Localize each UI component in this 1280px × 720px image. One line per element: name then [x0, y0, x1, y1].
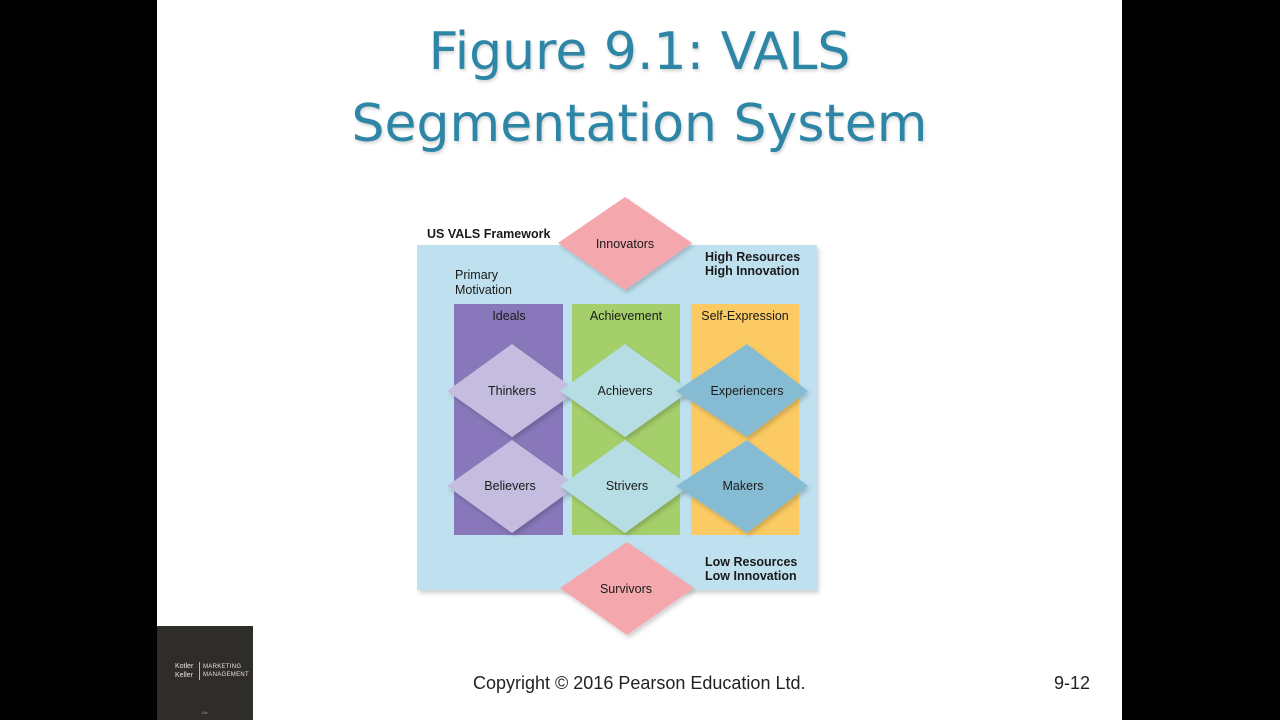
high-innovation-label: High Innovation: [705, 264, 800, 278]
slide-number: 9-12: [1054, 673, 1091, 693]
book-author-kotler: Kotler: [175, 663, 194, 670]
high-resources-label: High Resources: [705, 250, 801, 264]
diamond-strivers: [560, 440, 690, 533]
segment-makers: Makers: [722, 479, 764, 493]
book-title-management: MANAGEMENT: [203, 672, 250, 678]
diamond-believers: [447, 440, 577, 533]
segment-innovators: Innovators: [595, 237, 655, 251]
segment-experiencers: Experiencers: [710, 384, 784, 398]
low-resources-label: Low Resources: [705, 555, 798, 569]
column-header-ideals: Ideals: [492, 309, 526, 323]
slide: Figure 9.1: VALS Segmentation System: [157, 0, 1122, 720]
book-title-marketing: MARKETING: [203, 664, 242, 670]
diamond-survivors: [560, 542, 694, 635]
framework-label: US VALS Framework: [427, 227, 551, 241]
segment-believers: Believers: [484, 479, 536, 493]
segment-survivors: Survivors: [599, 582, 653, 596]
segment-thinkers: Thinkers: [488, 384, 536, 398]
column-header-achievement: Achievement: [589, 309, 663, 323]
diamond-makers: [676, 440, 808, 533]
vals-framework-diagram: US VALS Framework Primary Motivation Hig…: [417, 190, 837, 650]
book-cover-thumbnail: Kotler Keller MARKETING MANAGEMENT 15e: [157, 626, 253, 720]
vals-diagram-graphic: [417, 197, 817, 635]
copyright-notice: Copyright © 2016 Pearson Education Ltd.: [473, 673, 806, 693]
book-edition: 15e: [201, 710, 208, 715]
low-innovation-label: Low Innovation: [705, 569, 797, 583]
slide-title-line-1: Figure 9.1: VALS: [428, 22, 851, 82]
diamond-thinkers: [447, 344, 577, 437]
book-cover-divider: [199, 662, 200, 680]
segment-strivers: Strivers: [605, 479, 649, 493]
book-author-keller: Keller: [175, 672, 193, 679]
slide-title-line-2: Segmentation System: [351, 94, 928, 154]
column-header-self-expression: Self-Expression: [701, 309, 789, 323]
diamond-achievers: [560, 344, 690, 437]
segment-achievers: Achievers: [597, 384, 653, 398]
primary-motivation-label-2: Motivation: [455, 283, 512, 297]
primary-motivation-label-1: Primary: [455, 268, 499, 282]
diamond-experiencers: [676, 344, 808, 437]
diamond-innovators: [558, 197, 692, 290]
